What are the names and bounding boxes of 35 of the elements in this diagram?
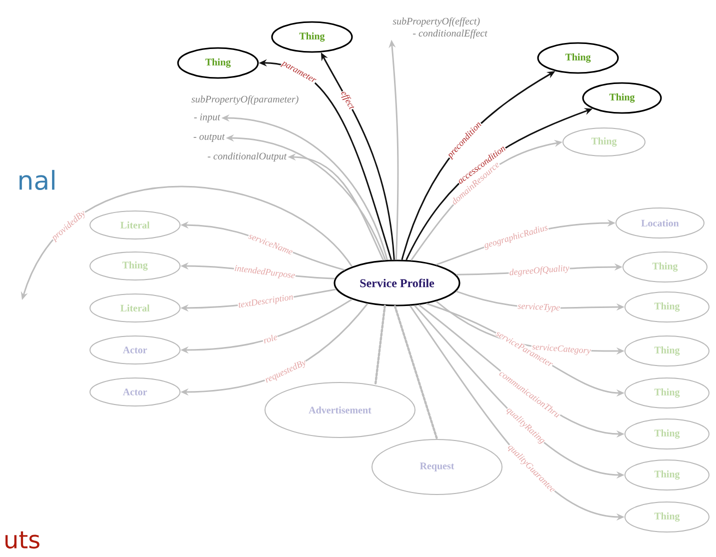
- ellipse-node: Service Profile: [334, 260, 460, 306]
- ellipse-node: Thing: [177, 47, 259, 79]
- edge-label: intendedPurpose: [233, 264, 296, 281]
- edge-label: role: [262, 332, 279, 344]
- ellipse-node: Literal: [90, 210, 180, 240]
- edge-label: textDescription: [237, 293, 294, 310]
- property-text: - conditionalOutput: [208, 152, 287, 162]
- ellipse-node: Request: [372, 439, 502, 495]
- edge-label: effect: [338, 89, 356, 112]
- property-text: - output: [194, 134, 225, 142]
- ellipse-node: Thing: [271, 21, 353, 53]
- ellipse-node: Actor: [90, 335, 180, 364]
- ellipse-node: Literal: [90, 294, 180, 322]
- heading-fragment: uts: [5, 531, 40, 549]
- ellipse-node: Location: [616, 208, 704, 238]
- property-text: subPropertyOf(parameter): [191, 95, 298, 105]
- ellipse-node: Thing: [624, 377, 710, 408]
- ellipse-node: Thing: [582, 82, 662, 114]
- ellipse-node: Thing: [624, 459, 710, 490]
- ellipse-node: Thing: [624, 501, 710, 532]
- edge-label: serviceType: [517, 302, 561, 313]
- ellipse-node: Thing: [90, 252, 180, 280]
- ellipse-node: Thing: [622, 252, 708, 282]
- edge-label: degreeOfQuality: [508, 264, 570, 278]
- ellipse-node: Actor: [90, 377, 180, 406]
- ellipse-node: Thing: [624, 292, 710, 322]
- property-text: subPropertyOf(effect) - conditionalEffect: [392, 17, 488, 39]
- dotted-line: [374, 304, 386, 386]
- ellipse-node: Thing: [537, 42, 619, 74]
- ellipse-node: Thing: [624, 418, 710, 450]
- property-text: - input: [194, 114, 220, 122]
- heading-fragment: nal: [20, 170, 54, 190]
- ellipse-node: Thing: [624, 335, 710, 366]
- ellipse-node: Thing: [562, 128, 646, 156]
- dotted-line: [394, 305, 438, 440]
